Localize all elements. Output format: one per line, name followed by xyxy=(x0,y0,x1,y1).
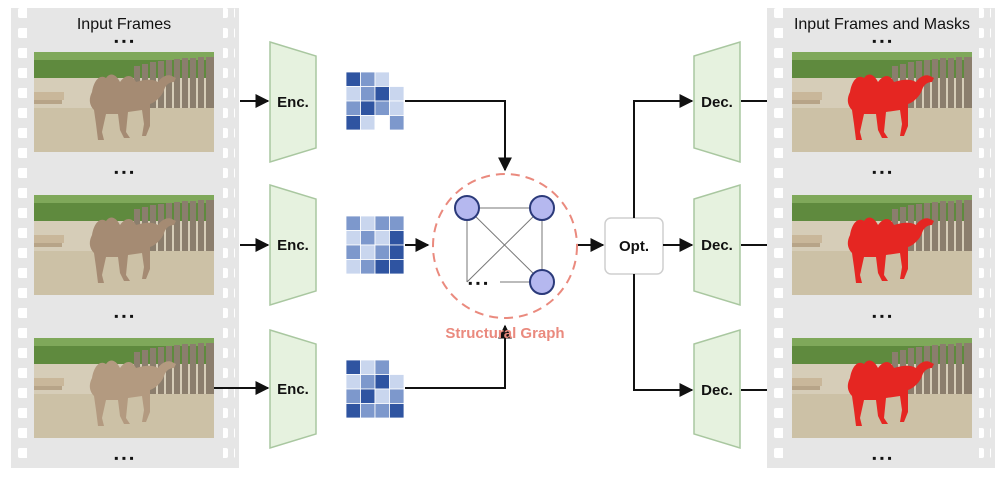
arrow-grid3-graph xyxy=(405,324,512,389)
left-ellipsis-bottom: ▪ ▪ ▪ xyxy=(114,451,133,465)
arrow-opt-dec1 xyxy=(633,94,694,218)
graph-boundary xyxy=(432,173,578,319)
feature-grid-cell xyxy=(345,388,361,404)
decoder-3-label: Dec. xyxy=(701,382,733,399)
input-frame-3 xyxy=(34,338,214,438)
feature-grid-cell xyxy=(360,359,376,375)
feature-grid-cell xyxy=(345,244,361,260)
feature-grid-1 xyxy=(345,71,405,131)
optimizer-label: Opt. xyxy=(619,238,649,255)
feature-grid-cell xyxy=(360,388,376,404)
feature-grid-2 xyxy=(345,215,405,275)
graph-node-3 xyxy=(529,269,555,295)
feature-grid-cell xyxy=(345,403,361,419)
graph-node-2 xyxy=(529,195,555,221)
structural-graph-label: Structural Graph xyxy=(445,325,564,342)
feature-grid-cell xyxy=(360,230,376,246)
feature-grid-cell xyxy=(389,115,405,131)
arrow-opt-dec3 xyxy=(633,274,694,397)
feature-grid-cell xyxy=(389,374,405,390)
feature-grid-cell xyxy=(360,374,376,390)
left-panel-title: Input Frames xyxy=(77,16,171,33)
feature-grid-cell xyxy=(389,388,405,404)
feature-grid-cell xyxy=(374,244,390,260)
feature-grid-cell xyxy=(360,215,376,231)
feature-grid-cell xyxy=(374,115,390,131)
feature-grid-cell xyxy=(374,230,390,246)
feature-grid-cell xyxy=(389,259,405,275)
feature-grid-3 xyxy=(345,359,405,419)
feature-grid-cell xyxy=(360,115,376,131)
feature-grid-cell xyxy=(345,86,361,102)
feature-grid-cell xyxy=(374,71,390,87)
feature-grid-cell xyxy=(345,359,361,375)
feature-grid-cell xyxy=(360,86,376,102)
feature-grid-cell xyxy=(389,71,405,87)
feature-grid-cell xyxy=(389,244,405,260)
feature-grid-cell xyxy=(360,71,376,87)
encoder-3: Enc. xyxy=(269,328,317,450)
feature-grid-cell xyxy=(374,374,390,390)
feature-grid-cell xyxy=(345,215,361,231)
graph-node-1 xyxy=(454,195,480,221)
right-ellipsis-2: ▪ ▪ ▪ xyxy=(872,165,891,179)
left-ellipsis-3: ▪ ▪ ▪ xyxy=(114,309,133,323)
left-ellipsis-2: ▪ ▪ ▪ xyxy=(114,165,133,179)
input-frame-1 xyxy=(34,52,214,152)
right-ellipsis-3: ▪ ▪ ▪ xyxy=(872,309,891,323)
feature-grid-cell xyxy=(389,230,405,246)
feature-grid-cell xyxy=(345,100,361,116)
encoder-1: Enc. xyxy=(269,40,317,164)
arrow-grid1-graph xyxy=(405,100,512,172)
structural-graph: ▪ ▪ ▪ xyxy=(432,173,578,319)
feature-grid-cell xyxy=(389,403,405,419)
decoder-1: Dec. xyxy=(693,40,741,164)
decoder-3: Dec. xyxy=(693,328,741,450)
feature-grid-cell xyxy=(389,100,405,116)
feature-grid-cell xyxy=(360,100,376,116)
encoder-2-label: Enc. xyxy=(277,237,309,254)
encoder-1-label: Enc. xyxy=(277,94,309,111)
feature-grid-cell xyxy=(374,403,390,419)
left-ellipsis-top: ▪ ▪ ▪ xyxy=(114,34,133,48)
optimizer-box: Opt. xyxy=(604,217,664,275)
feature-grid-cell xyxy=(374,86,390,102)
feature-grid-cell xyxy=(374,259,390,275)
decoder-1-label: Dec. xyxy=(701,94,733,111)
feature-grid-cell xyxy=(374,215,390,231)
feature-grid-cell xyxy=(345,230,361,246)
decoder-2: Dec. xyxy=(693,183,741,307)
right-ellipsis-top: ▪ ▪ ▪ xyxy=(872,34,891,48)
encoder-3-label: Enc. xyxy=(277,381,309,398)
feature-grid-cell xyxy=(374,100,390,116)
feature-grid-cell xyxy=(360,403,376,419)
decoder-2-label: Dec. xyxy=(701,237,733,254)
feature-grid-cell xyxy=(345,71,361,87)
feature-grid-cell xyxy=(374,359,390,375)
feature-grid-cell xyxy=(345,259,361,275)
output-mask-frame-1 xyxy=(792,52,972,152)
output-mask-frame-3 xyxy=(792,338,972,438)
right-panel-title: Input Frames and Masks xyxy=(794,16,970,33)
right-ellipsis-bottom: ▪ ▪ ▪ xyxy=(872,451,891,465)
output-mask-frame-2 xyxy=(792,195,972,295)
feature-grid-cell xyxy=(389,215,405,231)
feature-grid-cell xyxy=(389,86,405,102)
feature-grid-cell xyxy=(360,244,376,260)
feature-grid-cell xyxy=(360,259,376,275)
encoder-2: Enc. xyxy=(269,183,317,307)
graph-ellipsis: ▪ ▪ ▪ xyxy=(468,276,487,290)
feature-grid-cell xyxy=(389,359,405,375)
feature-grid-cell xyxy=(345,115,361,131)
input-frame-2 xyxy=(34,195,214,295)
feature-grid-cell xyxy=(345,374,361,390)
feature-grid-cell xyxy=(374,388,390,404)
